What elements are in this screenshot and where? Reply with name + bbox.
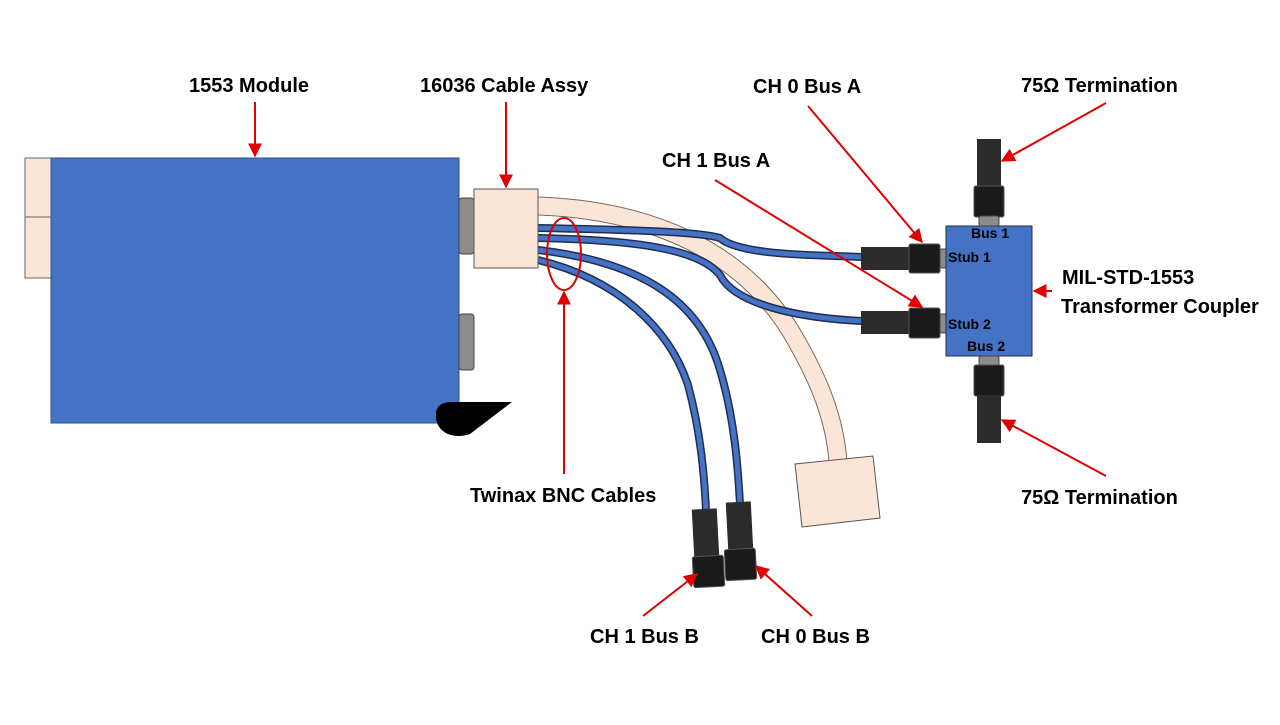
termination-top [973, 139, 1005, 227]
twinax-highlight-ellipse [546, 217, 582, 291]
cable-ch1-bus-a [537, 235, 863, 324]
coupler-port-bus2: Bus 2 [967, 338, 1005, 354]
label-ch0-bus-b: CH 0 Bus B [761, 626, 870, 648]
cable-ch1-bus-b [537, 257, 709, 511]
module-connector-bottom [458, 313, 475, 371]
label-ch1-bus-b: CH 1 Bus B [590, 626, 699, 648]
leader-arrows [248, 102, 1107, 617]
bnc-connector-ch0-bus-b [723, 501, 758, 582]
bnc-connector-stub2 [861, 307, 948, 339]
label-termination-bottom: 75Ω Termination [1021, 487, 1178, 509]
label-ch0-bus-a: CH 0 Bus A [753, 76, 861, 98]
label-termination-top: 75Ω Termination [1021, 75, 1178, 97]
label-ch1-bus-a: CH 1 Bus A [662, 150, 770, 172]
module-ejector-handle [435, 402, 512, 436]
bnc-connector-ch1-bus-b [691, 508, 726, 589]
label-twinax: Twinax BNC Cables [470, 485, 656, 507]
module-left-tab-bottom [24, 216, 53, 279]
coupler-port-stub1: Stub 1 [948, 249, 991, 265]
label-module: 1553 Module [189, 75, 309, 97]
twinax-cables [537, 224, 863, 511]
arrow-termination-bottom [1000, 419, 1107, 477]
termination-bottom [973, 355, 1005, 443]
bnc-connector-stub1 [861, 243, 948, 274]
label-coupler-line2: Transformer Coupler [1061, 296, 1259, 318]
label-cable-assy: 16036 Cable Assy [420, 75, 589, 97]
label-coupler-line1: MIL-STD-1553 [1062, 267, 1194, 289]
arrow-ch0-bus-a [807, 105, 923, 244]
cable-ch0-bus-b [537, 247, 743, 505]
module-connector-top [458, 197, 475, 255]
module-body [50, 157, 460, 424]
cable-assy-block [473, 188, 539, 269]
arrow-ch1-bus-b [642, 573, 699, 617]
coupler-port-stub2: Stub 2 [948, 316, 991, 332]
coupler-port-bus1: Bus 1 [971, 225, 1009, 241]
peach-cable [537, 197, 847, 463]
transformer-coupler-body [945, 225, 1033, 357]
cable-ch0-bus-a [537, 225, 863, 260]
module-left-tab-top [24, 157, 53, 218]
peach-cable-end-connector [794, 455, 881, 528]
arrow-ch1-bus-a [714, 179, 924, 308]
arrow-termination-top [1000, 102, 1107, 162]
arrow-ch0-bus-b [754, 565, 813, 617]
